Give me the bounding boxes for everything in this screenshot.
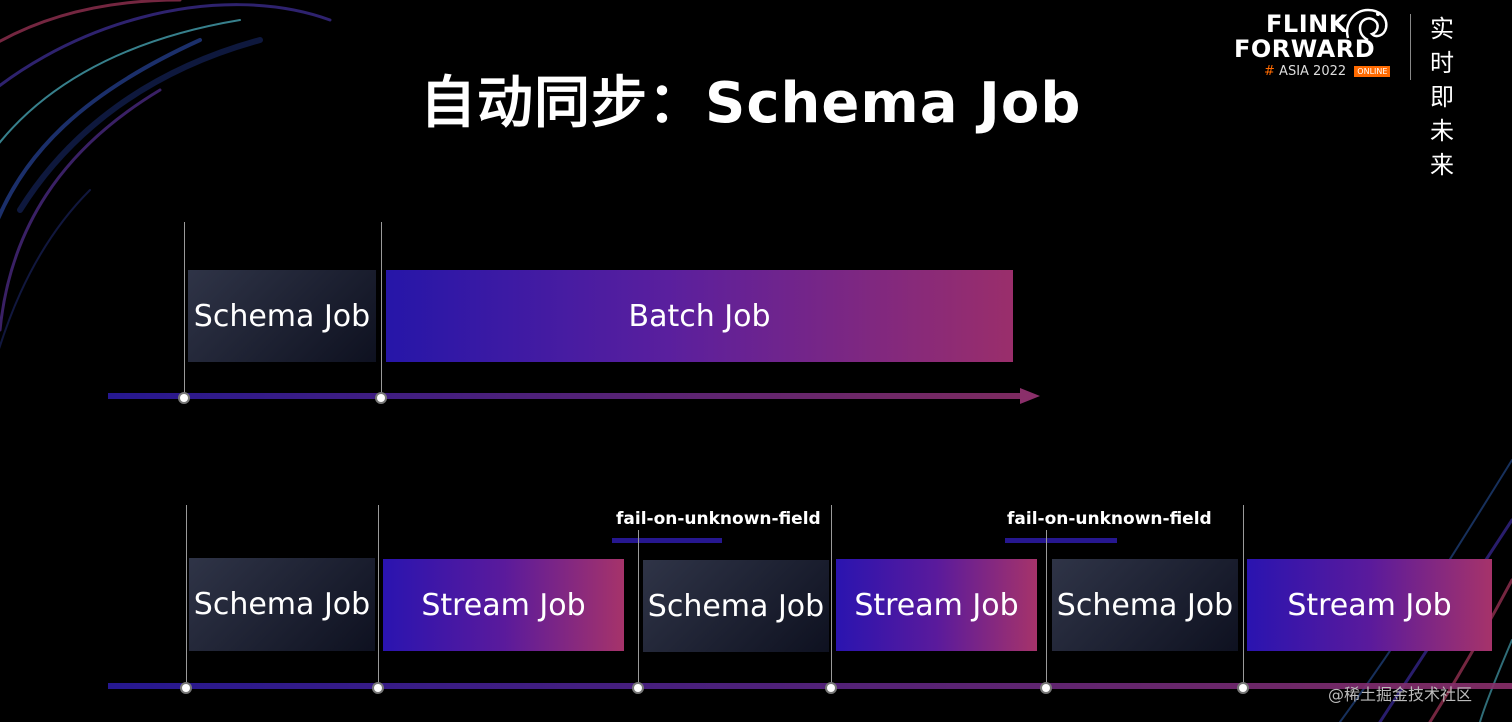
logo-flink-text: FLINK	[1266, 10, 1348, 38]
timeline-dot	[827, 684, 835, 692]
stream-job-block: Stream Job	[1247, 559, 1492, 651]
stream-job-block: Stream Job	[383, 559, 624, 651]
timeline-dot	[634, 684, 642, 692]
timeline-tick	[184, 222, 185, 398]
timeline-tick	[831, 505, 832, 688]
logo-forward-text: FORWARD	[1234, 35, 1376, 63]
logo-hash: #	[1264, 64, 1275, 79]
flink-forward-logo: FLINK FORWARD # ASIA 2022 ONLINE 实时即 未来	[1232, 8, 1502, 179]
logo-slogan-line1: 实时即	[1430, 15, 1454, 111]
logo-event: ASIA 2022	[1279, 64, 1347, 79]
timeline-dot	[182, 684, 190, 692]
timeline-tick	[1243, 505, 1244, 688]
fail-on-unknown-field-label: fail-on-unknown-field	[616, 509, 821, 529]
batch-job-block: Batch Job	[386, 270, 1013, 362]
timeline-tick	[378, 505, 379, 688]
timeline-tick	[1046, 530, 1047, 688]
timeline-dot	[377, 394, 385, 402]
logo-slogan-line2: 未来	[1430, 117, 1454, 179]
schema-job-block: Schema Job	[188, 270, 376, 362]
logo-online-badge: ONLINE	[1354, 66, 1391, 77]
timeline-tick	[638, 530, 639, 688]
timeline-tick	[186, 505, 187, 688]
timeline-tick	[381, 222, 382, 398]
logo-event-text: # ASIA 2022 ONLINE	[1264, 64, 1391, 79]
timeline-dot	[374, 684, 382, 692]
timeline-dot	[1042, 684, 1050, 692]
schema-job-block: Schema Job	[189, 558, 375, 651]
logo-slogan: 实时即 未来	[1422, 12, 1462, 182]
timeline-dot	[180, 394, 188, 402]
stream-job-block: Stream Job	[836, 559, 1037, 651]
watermark: @稀土掘金技术社区	[1328, 685, 1473, 704]
fail-on-unknown-field-label: fail-on-unknown-field	[1007, 509, 1212, 529]
timeline-dot	[1239, 684, 1247, 692]
page-title: 自动同步：Schema Job	[420, 71, 1082, 136]
schema-job-block: Schema Job	[643, 560, 829, 652]
schema-job-block: Schema Job	[1052, 559, 1238, 651]
logo-divider	[1410, 14, 1411, 80]
squirrel-icon	[1345, 8, 1388, 42]
